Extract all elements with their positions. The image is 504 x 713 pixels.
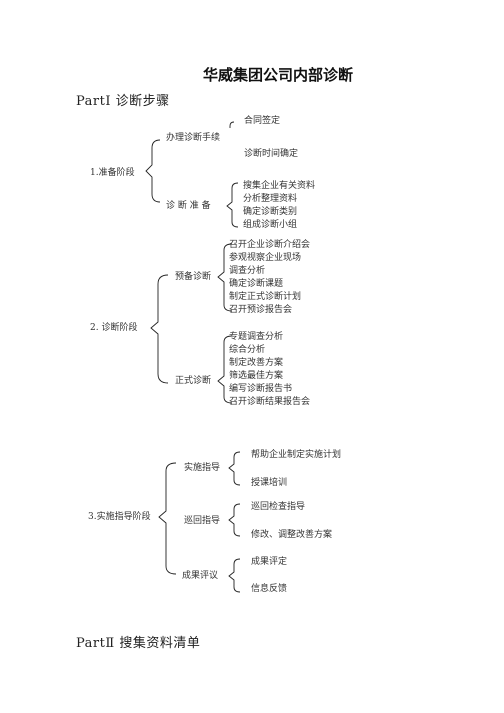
list-item: 调查分析: [229, 266, 266, 276]
group-label: 正式诊断: [175, 376, 212, 386]
group-label: 实施指导: [184, 463, 221, 473]
document-title: 华威集团公司内部诊断: [203, 66, 354, 84]
brace-stage2: [150, 274, 169, 384]
stage-label: 2. 诊断阶段: [90, 323, 138, 333]
list-item: 诊断时间确定: [244, 149, 299, 159]
part2-heading: PartⅡ 搜集资料清单: [76, 636, 201, 651]
brace-s1-g1: [229, 121, 235, 128]
group-label: 成果评议: [182, 571, 219, 581]
stage-label: 3.实施指导阶段: [88, 512, 151, 522]
list-item: 授课培训: [251, 478, 288, 488]
list-item: 召开企业诊断介绍会: [229, 240, 311, 250]
list-item: 确定诊断类别: [243, 207, 298, 217]
list-item: 召开诊断结果报告会: [229, 397, 311, 407]
stage-label: 1.准备阶段: [90, 168, 135, 178]
brace-s3-g1: [228, 451, 241, 486]
group-label: 诊 断 准 备: [166, 201, 211, 211]
brace-s3-g3: [228, 558, 241, 593]
list-item: 编写诊断报告书: [229, 384, 293, 394]
brace-stage3: [158, 462, 177, 575]
list-item: 信息反馈: [251, 584, 288, 594]
list-item: 成果评定: [251, 557, 288, 567]
list-item: 组成诊断小组: [243, 220, 298, 230]
list-item: 修改、调整改善方案: [251, 530, 333, 540]
brace-s2-g1: [217, 243, 233, 312]
list-item: 搜集企业有关资料: [243, 181, 316, 191]
list-item: 筛选最佳方案: [229, 371, 284, 381]
list-item: 确定诊断课题: [229, 279, 284, 289]
list-item: 合同签定: [244, 116, 281, 126]
list-item: 专题调查分析: [229, 332, 284, 342]
list-item: 参观视察企业现场: [229, 253, 302, 263]
list-item: 分析整理资料: [243, 194, 298, 204]
brace-stage1: [145, 139, 161, 203]
list-item: 召开预诊报告会: [229, 305, 293, 315]
group-label: 巡回指导: [184, 516, 221, 526]
part1-heading: PartⅠ 诊断步骤: [76, 94, 170, 109]
list-item: 综合分析: [229, 345, 266, 355]
list-item: 制定正式诊断计划: [229, 292, 302, 302]
brace-s1-g2: [226, 182, 239, 228]
list-item: 帮助企业制定实施计划: [251, 450, 342, 460]
brace-s3-g2: [228, 503, 241, 537]
list-item: 巡回检查指导: [251, 502, 306, 512]
group-label: 办理诊断手续: [166, 133, 221, 143]
group-label: 预备诊断: [175, 272, 212, 282]
list-item: 制定改善方案: [229, 358, 284, 368]
brace-s2-g2: [217, 335, 233, 404]
